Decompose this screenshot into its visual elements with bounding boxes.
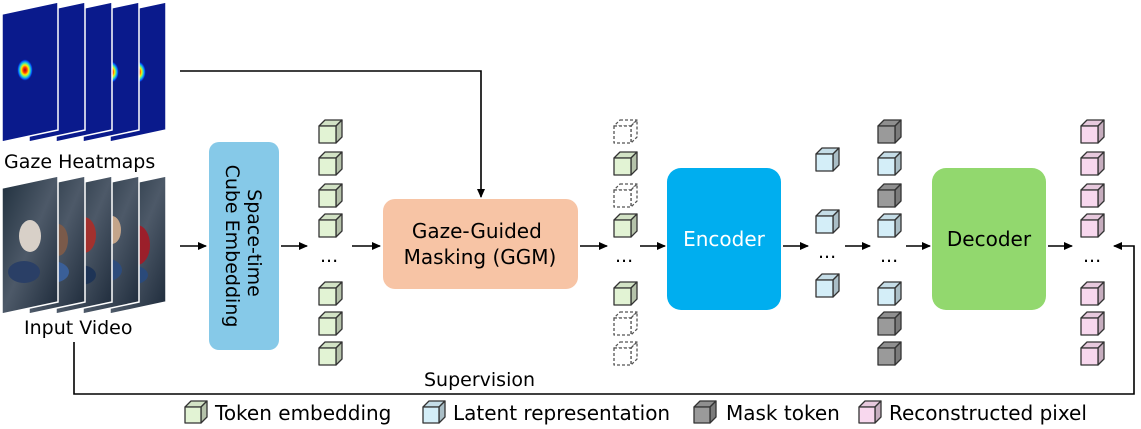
token-embedding-cube: [318, 151, 343, 176]
latent-representation-cube: [815, 273, 840, 298]
encoder-label: Encoder: [683, 227, 766, 251]
decoder-block: [932, 168, 1046, 310]
masked-out-cube: [613, 341, 638, 366]
legend-mask-text: Mask token: [726, 401, 840, 425]
input-video-stack: [1, 175, 167, 315]
supervision-label: Supervision: [424, 369, 535, 391]
token-embedding-cube: [318, 119, 343, 144]
decoder-label: Decoder: [947, 227, 1032, 251]
mask-token-cube: [877, 183, 902, 208]
masked-out-cube: [613, 311, 638, 336]
cube-embedding-label: Space-time Cube Embedding: [221, 165, 265, 328]
token-embedding-cube: [318, 341, 343, 366]
token-embedding-cube: [318, 183, 343, 208]
token-embedding-cube: [184, 400, 208, 424]
token-embedding-cube: [318, 311, 343, 336]
legend-latent-text: Latent representation: [453, 401, 670, 425]
reconstructed-pixel-cube: [1080, 341, 1105, 366]
token-embedding-cube: [318, 213, 343, 238]
cube-embedding-block: [209, 142, 279, 350]
reconstructed-pixel-cube: [1080, 151, 1105, 176]
reconstructed-pixel-cube: [1080, 119, 1105, 144]
ggm-line1: Gaze-Guided: [412, 219, 542, 243]
gaze-heatmap-stack: [1, 1, 167, 143]
reconstructed-pixel-cube: [858, 400, 882, 424]
token-embedding-cube: [613, 151, 638, 176]
mask-token-cube: [693, 400, 717, 424]
legend-token-text: Token embedding: [214, 401, 391, 425]
reconstructed-pixel-cube: [1080, 311, 1105, 336]
latent-representation-cube: [877, 213, 902, 238]
mask-token-cube: [877, 341, 902, 366]
latent-representation-cube: [815, 147, 840, 172]
latent-representation-cube: [815, 209, 840, 234]
ellipsis: ...: [818, 241, 836, 263]
mask-token-cube: [877, 311, 902, 336]
mask-token-cube: [877, 119, 902, 144]
token-embedding-cube: [613, 281, 638, 306]
cube-embedding-line1: Space-time: [243, 189, 265, 297]
input-video-label: Input Video: [24, 317, 132, 339]
ggm-label: Gaze-Guided Masking (GGM): [404, 219, 557, 269]
gaze-heatmaps-label: Gaze Heatmaps: [4, 151, 155, 173]
ellipsis: ...: [880, 245, 898, 267]
heatmap-frame: [1, 1, 59, 143]
token-embedding-cube: [318, 281, 343, 306]
ellipsis: ...: [1083, 245, 1101, 267]
reconstructed-pixel-cube: [1080, 183, 1105, 208]
latent-representation-cube: [877, 151, 902, 176]
masked-out-cube: [613, 119, 638, 144]
latent-representation-cube: [422, 400, 446, 424]
token-embedding-cube: [613, 213, 638, 238]
ggm-block: [383, 199, 578, 289]
masked-out-cube: [613, 183, 638, 208]
video-frame: [1, 175, 59, 315]
cube-embedding-line2: Cube Embedding: [221, 165, 243, 328]
supervision-arrow: [73, 242, 1135, 395]
legend-recon-text: Reconstructed pixel: [889, 401, 1087, 425]
reconstructed-pixel-cube: [1080, 281, 1105, 306]
ellipsis: ...: [320, 245, 338, 267]
reconstructed-pixel-cube: [1080, 213, 1105, 238]
ellipsis: ...: [615, 245, 633, 267]
heatmap-to-ggm-arrow: [180, 70, 485, 198]
ggm-line2: Masking (GGM): [404, 245, 557, 269]
latent-representation-cube: [877, 281, 902, 306]
encoder-block: [667, 168, 781, 310]
